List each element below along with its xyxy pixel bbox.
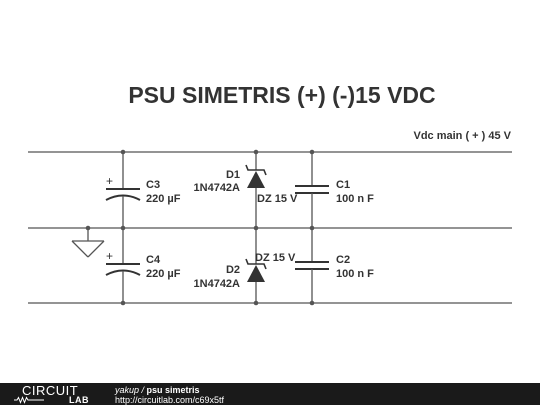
- d2-part-label: 1N4742A: [194, 278, 241, 290]
- capacitor-c4: [105, 228, 141, 303]
- c2-value-label: 100 n F: [336, 268, 374, 280]
- d2-ref-label: D2: [226, 264, 240, 276]
- junction-dot: [253, 225, 259, 231]
- d2-value-label: DZ 15 V: [255, 252, 296, 264]
- zener-diode-d2: [245, 228, 267, 303]
- resistor-zigzag-icon: [14, 396, 44, 404]
- author-name[interactable]: yakup: [114, 385, 139, 395]
- junction-dot: [309, 300, 315, 306]
- capacitor-c3: [105, 152, 141, 228]
- junction-dot: [85, 225, 91, 231]
- c3-polarity-mark: +: [106, 174, 113, 188]
- vdc-main-annotation: Vdc main ( + ) 45 V: [413, 130, 511, 142]
- footer-credit: yakup / psu simetris: [114, 385, 200, 395]
- c1-value-label: 100 n F: [336, 193, 374, 205]
- junction-dot: [309, 225, 315, 231]
- c4-polarity-mark: +: [106, 249, 113, 263]
- junction-dot: [120, 300, 126, 306]
- junction-dot: [309, 149, 315, 155]
- ground-symbol: [71, 228, 105, 258]
- junction-dot: [120, 225, 126, 231]
- project-url-link[interactable]: http://circuitlab.com/c69x5tf: [115, 395, 225, 405]
- junction-dot: [253, 149, 259, 155]
- d1-part-label: 1N4742A: [194, 182, 241, 194]
- schematic-title: PSU SIMETRIS (+) (-)15 VDC: [128, 82, 435, 108]
- d1-ref-label: D1: [226, 169, 240, 181]
- circuitlab-footer: CIRCUIT LAB yakup / psu simetris http://…: [0, 383, 540, 405]
- junction-dot: [120, 149, 126, 155]
- logo-circuit-text: CIRCUIT: [22, 383, 78, 398]
- c3-ref-label: C3: [146, 179, 160, 191]
- logo-lab-text: LAB: [69, 395, 89, 405]
- credit-separator: /: [139, 385, 147, 395]
- capacitor-c1: [295, 152, 329, 228]
- circuitlab-logo[interactable]: CIRCUIT LAB: [14, 383, 89, 405]
- c4-ref-label: C4: [146, 254, 161, 266]
- c3-value-label: 220 µF: [146, 193, 181, 205]
- capacitor-c2: [295, 228, 329, 303]
- d1-value-label: DZ 15 V: [257, 193, 298, 205]
- project-name[interactable]: psu simetris: [147, 385, 200, 395]
- junction-dot: [253, 300, 259, 306]
- c4-value-label: 220 µF: [146, 268, 181, 280]
- c2-ref-label: C2: [336, 254, 350, 266]
- c1-ref-label: C1: [336, 179, 350, 191]
- zener-diode-d1: [245, 152, 267, 228]
